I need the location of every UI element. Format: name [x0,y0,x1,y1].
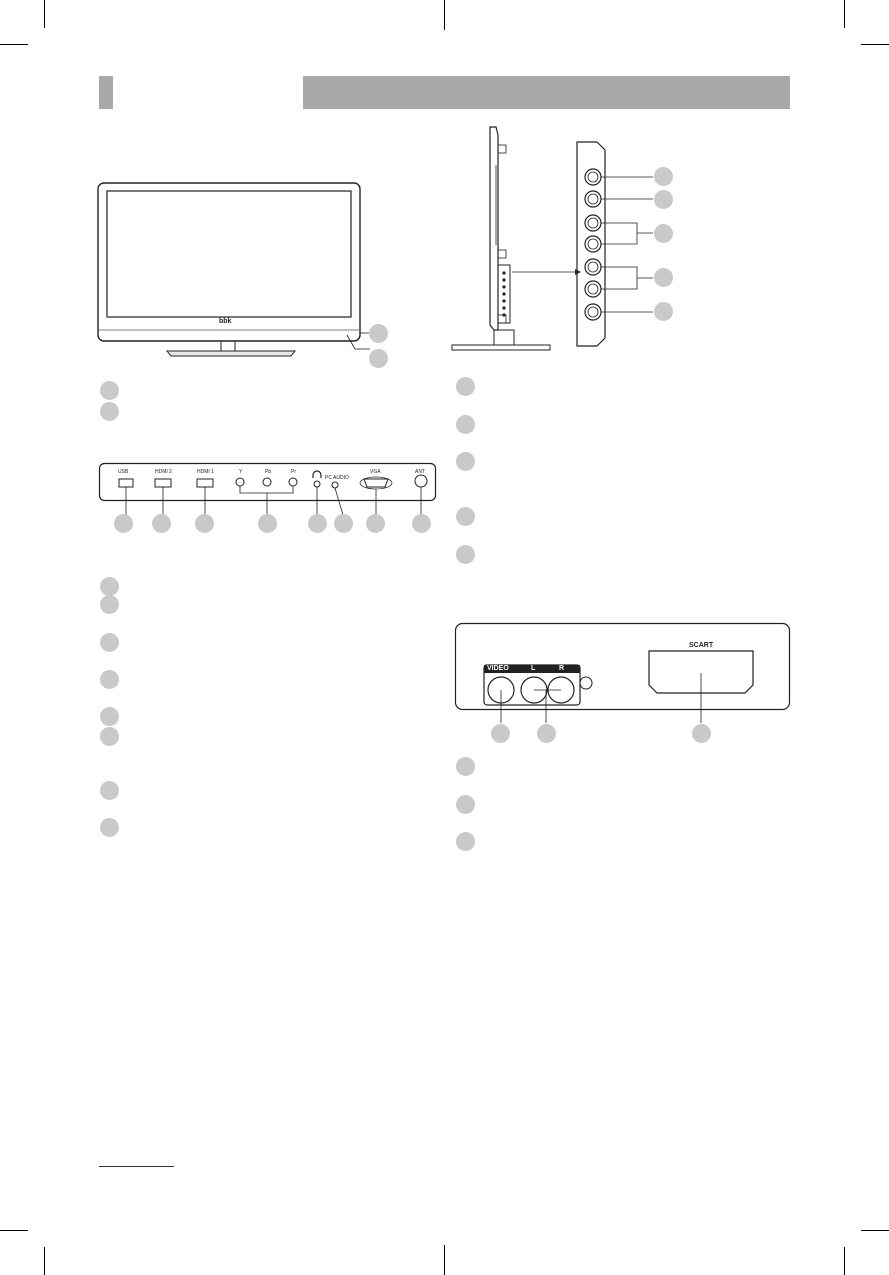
crop-mark [844,1247,845,1275]
crop-mark [844,0,845,28]
list-bullet [456,377,475,396]
port-label-pr: Pr [291,469,296,475]
list-bullet [456,757,475,776]
callout-marker [537,724,556,743]
tv-front-illustration [97,182,370,357]
rear-label-video: VIDEO [487,665,509,672]
list-bullet [456,795,475,814]
list-bullet [456,545,475,564]
list-bullet [100,595,119,614]
crop-mark [44,0,45,28]
list-bullet [456,507,475,526]
callout-marker [654,302,673,321]
port-label-y: Y [239,469,243,475]
crop-mark [861,1230,889,1231]
port-label-vga: VGA [370,469,381,475]
callout-marker [654,224,673,243]
rear-label-r: R [559,665,565,672]
list-bullet [100,727,119,746]
list-bullet [100,670,119,689]
crop-mark [444,0,445,30]
port-label-ant: ANT [415,469,425,475]
callout-marker [412,514,431,533]
list-bullet [100,781,119,800]
footer-rule [99,1166,174,1167]
callout-marker [258,514,277,533]
callout-marker [369,349,388,368]
list-bullet [100,633,119,652]
crop-mark [444,1245,445,1275]
callout-marker [114,514,133,533]
port-label-usb: USB [118,469,129,475]
tv-side-profile [451,126,581,351]
list-bullet [100,577,119,596]
side-connector-panel [98,462,437,516]
crop-mark [0,44,28,45]
rear-connector-panel [454,622,791,723]
port-label-hdmi2: HDMI 2 [155,469,172,475]
list-bullet [456,415,475,434]
callout-marker [195,514,214,533]
callout-marker [369,324,388,343]
side-jack-strip [576,141,653,347]
tv-logo: bbk [219,318,232,325]
callout-marker [152,514,171,533]
callout-marker [654,190,673,209]
port-label-hdmi1: HDMI 1 [197,469,214,475]
list-bullet [100,818,119,837]
section-header-bar [303,76,790,109]
callout-marker [308,514,327,533]
crop-mark [861,44,889,45]
list-bullet [100,381,119,400]
list-bullet [100,402,119,421]
port-label-pc-audio: PC AUDIO [325,475,349,481]
callout-marker [491,724,510,743]
callout-marker [654,167,673,186]
list-bullet [100,707,119,726]
crop-mark [44,1247,45,1275]
callout-marker [366,514,385,533]
callout-marker [334,514,353,533]
crop-mark [0,1230,28,1231]
list-bullet [456,832,475,851]
rear-label-l: L [531,665,536,672]
list-bullet [456,452,475,471]
callout-marker [692,724,711,743]
section-tab [99,76,113,109]
port-label-pb: Pb [265,469,272,475]
callout-marker [654,268,673,287]
rear-label-scart: SCART [689,642,714,649]
